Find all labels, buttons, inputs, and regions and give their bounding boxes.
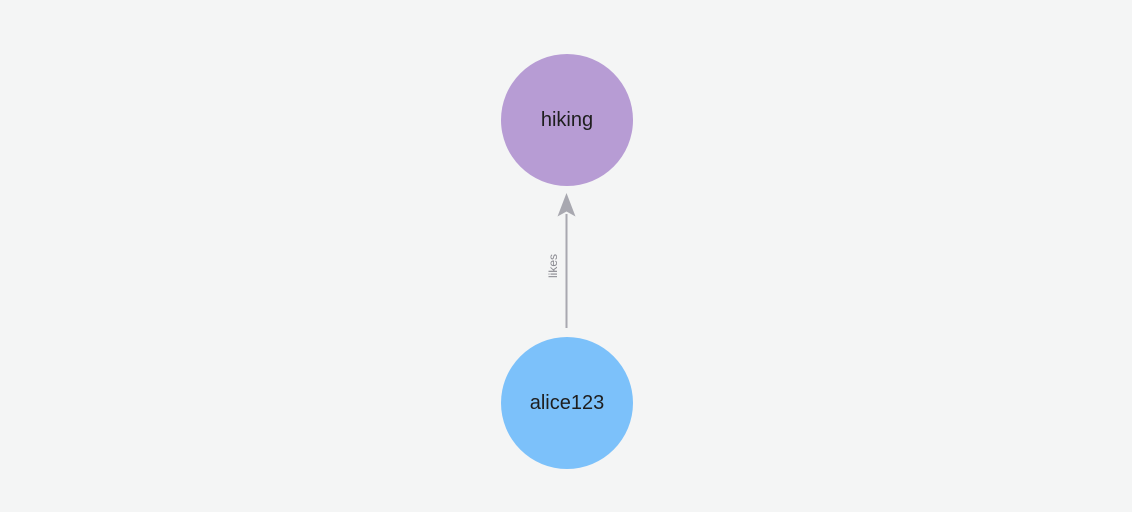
- edge-label-likes: likes: [546, 254, 560, 279]
- edge-arrowhead-icon: [557, 193, 576, 217]
- node-hiking[interactable]: hiking: [501, 54, 633, 186]
- node-label: hiking: [540, 109, 594, 131]
- node-label: alice123: [529, 392, 605, 414]
- node-alice123[interactable]: alice123: [501, 337, 633, 469]
